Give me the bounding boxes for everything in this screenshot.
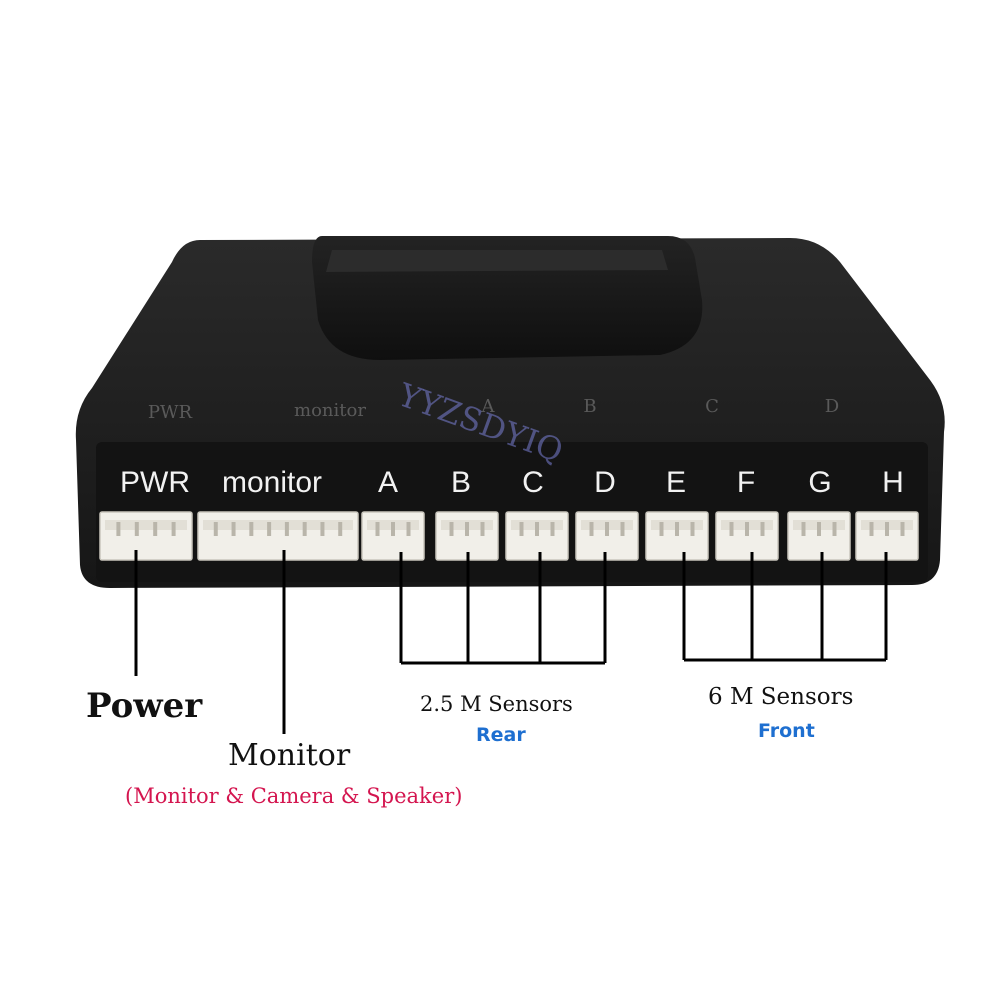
molded-label-4: C — [705, 396, 719, 417]
molded-label-0: PWR — [148, 402, 193, 423]
panel-labels: PWR monitor A B C D E F G H — [120, 466, 904, 499]
sensor-connector-a — [361, 511, 425, 561]
power-connector — [99, 511, 193, 561]
monitor-connector — [197, 511, 359, 561]
panel-label-pwr: PWR — [120, 466, 190, 499]
sensor-connector-c — [505, 511, 569, 561]
sensor-connector-f — [715, 511, 779, 561]
panel-label-e: E — [666, 466, 686, 499]
rear-sensors-label: 2.5 M Sensors — [420, 692, 573, 716]
front-label: Front — [758, 720, 815, 742]
monitor-label: Monitor — [228, 738, 351, 773]
panel-label-f: F — [737, 466, 755, 499]
power-label: Power — [86, 686, 203, 726]
panel-label-h: H — [882, 466, 904, 499]
sensor-connector-d — [575, 511, 639, 561]
wiring-lines — [134, 550, 888, 734]
panel-label-c: C — [522, 466, 544, 499]
sensor-connector-g — [787, 511, 851, 561]
panel-label-b: B — [451, 466, 471, 499]
panel-label-a: A — [378, 466, 398, 499]
panel-label-g: G — [808, 466, 831, 499]
connectors — [99, 511, 919, 561]
molded-label-1: monitor — [294, 400, 366, 421]
molded-label-5: D — [825, 396, 839, 417]
rear-label: Rear — [476, 724, 526, 746]
molded-labels: PWR monitor A B C D — [148, 396, 839, 423]
monitor-sub-label: (Monitor & Camera & Speaker) — [125, 784, 463, 808]
sensor-connector-e — [645, 511, 709, 561]
panel-label-monitor: monitor — [222, 466, 322, 499]
front-sensors-label: 6 M Sensors — [708, 684, 854, 710]
sensor-connector-b — [435, 511, 499, 561]
molded-label-2: A — [481, 396, 496, 417]
panel-label-d: D — [594, 466, 616, 499]
molded-label-3: B — [583, 396, 596, 417]
